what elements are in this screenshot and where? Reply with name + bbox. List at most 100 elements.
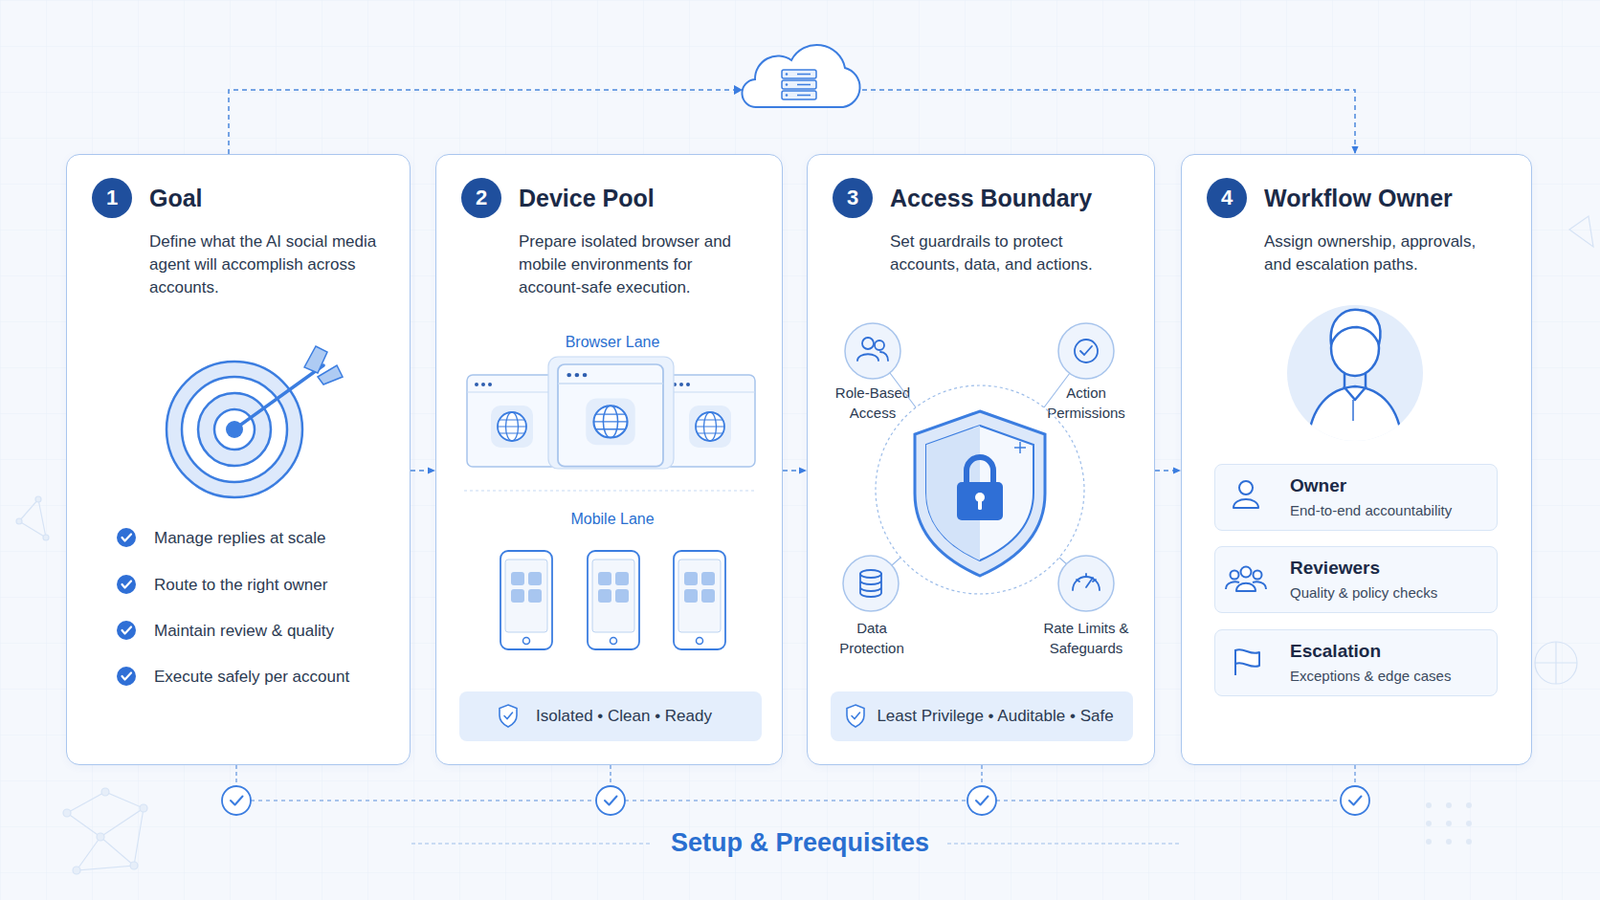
prerequisite-track <box>596 786 625 816</box>
access-shield-illustration <box>1080 346 1092 356</box>
cloud-server-icon <box>785 72 789 97</box>
role-icon <box>1239 481 1253 495</box>
access-shield-illustration <box>926 425 1034 561</box>
role-icon <box>1253 571 1263 580</box>
access-shield-illustration <box>875 385 1085 595</box>
card-description: Quality & policy checks <box>1289 583 1438 603</box>
access-shield-illustration <box>880 352 889 361</box>
lane-label: Mobile Lane <box>516 510 709 530</box>
prerequisite-track <box>236 765 1356 787</box>
panel-description: Assign ownership, approvals, and escalat… <box>1264 230 1492 277</box>
owner-avatar-illustration <box>1331 320 1379 377</box>
panel-description: Set guardrails to protect accounts, data… <box>889 230 1118 277</box>
shield-badge-icon <box>499 705 865 728</box>
connector-layer <box>228 89 1356 471</box>
lane-divider <box>464 489 757 491</box>
cloud-server-icon <box>781 90 817 100</box>
target-illustration <box>198 393 271 467</box>
role-card: ReviewersQuality & policy checks <box>1214 546 1498 614</box>
access-shield-illustration <box>843 555 899 612</box>
access-shield-illustration <box>977 499 982 511</box>
role-icon <box>1225 481 1267 676</box>
role-icon <box>1236 583 1256 592</box>
card-description: Exceptions & edge cases <box>1289 666 1451 687</box>
network-motif <box>72 866 81 875</box>
step-panel: 2Isolated • Clean • ReadyDevice PoolPrep… <box>435 154 783 766</box>
cloud-server-icon <box>785 93 789 97</box>
role-icon <box>1235 649 1260 667</box>
phone-icon <box>673 551 726 650</box>
access-shield-illustration <box>1058 323 1114 379</box>
access-shield-illustration <box>889 373 1070 566</box>
access-shield-illustration <box>860 570 882 578</box>
browser-window-icon <box>466 356 756 469</box>
target-illustration <box>166 346 343 498</box>
control-label: Role-Based Access <box>825 382 920 423</box>
panel-description: Define what the AI social media agent wi… <box>149 230 378 300</box>
checklist-item: Execute safely per account <box>154 666 350 689</box>
control-label: Action Permissions <box>1039 382 1134 423</box>
access-shield-illustration <box>1072 577 1100 591</box>
step-number: 4 <box>1206 177 1247 219</box>
network-motif <box>43 534 49 541</box>
access-shield-illustration <box>874 340 885 351</box>
dot-grid <box>1466 839 1472 845</box>
network-motif <box>35 496 42 503</box>
access-shield-illustration <box>966 457 994 483</box>
checklist-item: Route to the right owner <box>154 575 328 597</box>
step-number-text: 1 <box>106 186 118 210</box>
step-number-text: 3 <box>846 186 859 210</box>
panel-heading: Access Boundary <box>889 183 1092 213</box>
network-motif <box>16 518 23 525</box>
network-motif <box>1534 642 1578 685</box>
owner-avatar-illustration <box>1307 310 1403 450</box>
access-shield-illustration <box>914 411 1045 577</box>
phone-icon <box>587 551 640 650</box>
check-icon <box>116 528 136 687</box>
target-illustration <box>181 377 288 483</box>
prerequisite-track <box>967 786 997 816</box>
role-icon <box>1233 499 1259 509</box>
step-number-text: 4 <box>1221 186 1233 210</box>
owner-avatar-illustration <box>1344 369 1366 387</box>
target-illustration <box>304 346 328 374</box>
access-shield-illustration <box>843 323 1114 612</box>
step-number: 1 <box>91 177 133 219</box>
cloud-server-icon <box>741 44 860 108</box>
panel-heading: Workflow Owner <box>1264 183 1453 213</box>
step-panel: 4OwnerEnd-to-end accountabilityReviewers… <box>1180 154 1533 766</box>
network-motif <box>130 862 138 870</box>
dot-grid <box>1466 821 1472 827</box>
lane-label: Browser Lane <box>516 333 709 353</box>
flow-connector <box>1155 469 1181 472</box>
target-illustration <box>214 409 255 450</box>
access-shield-illustration <box>956 482 1003 521</box>
band-text: Least Privilege • Auditable • Safe <box>876 706 1113 728</box>
cloud-server-icon <box>733 44 861 108</box>
dot-grid <box>1445 839 1452 845</box>
network-motif <box>1569 216 1594 247</box>
access-shield-illustration <box>844 323 901 379</box>
dot-grid <box>1445 802 1452 809</box>
card-heading: Owner <box>1289 474 1347 498</box>
access-shield-illustration <box>857 337 1100 598</box>
step-panel: 1 GoalDefine what the AI social media age… <box>66 154 411 766</box>
card-heading: Escalation <box>1289 640 1381 664</box>
access-shield-illustration <box>862 337 874 350</box>
checklist-item: Maintain review & quality <box>154 621 334 643</box>
control-label: Data Protection <box>824 618 919 659</box>
dot-grid <box>1425 802 1472 845</box>
control-label: Rate Limits & Safeguards <box>1039 618 1134 659</box>
target-illustration <box>166 361 303 498</box>
diagram-title: Setup & Preequisites <box>0 828 1600 858</box>
panel-heading: Goal <box>149 183 203 213</box>
owner-avatar-illustration <box>1287 305 1423 450</box>
cloud-server-icon <box>785 83 789 87</box>
target-illustration <box>238 365 324 427</box>
flow-connector <box>410 469 436 472</box>
check-icon <box>116 575 136 595</box>
owner-avatar-illustration <box>1307 386 1403 450</box>
